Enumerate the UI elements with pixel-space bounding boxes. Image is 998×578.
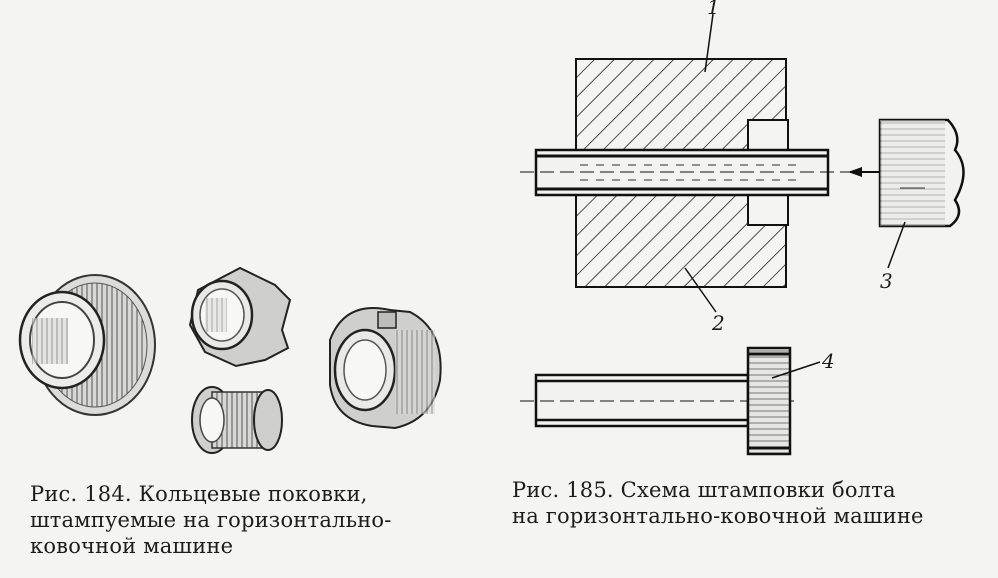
finished-bolt: [520, 346, 800, 456]
punch-arrow: [848, 167, 880, 177]
die-block-upper: [575, 58, 789, 151]
label-2: 2: [711, 311, 725, 335]
die-block-lower: [575, 194, 789, 288]
figure-184-caption-line-2: штампуемые на горизонтально-: [30, 508, 392, 532]
label-4: 4: [821, 349, 835, 373]
label-3: 3: [880, 269, 893, 293]
ring-forging-large: [18, 274, 156, 416]
figure-185-caption-line-1: Рис. 185. Схема штамповки болта: [512, 478, 896, 502]
figure-185-caption: Рис. 185. Схема штамповки болта на гориз…: [512, 477, 972, 529]
leader-line-2: [684, 267, 717, 313]
figure-184-caption: Рис. 184. Кольцевые поковки, штампуемые …: [30, 481, 460, 559]
leader-line-1: [704, 13, 714, 73]
spool-forging: [191, 386, 283, 454]
leader-line-4: [771, 361, 821, 379]
figure-185-caption-line-2: на горизонтально-ковочной машине: [512, 504, 924, 528]
leader-line-3: [887, 221, 906, 269]
bar-stock-in-die: [520, 148, 850, 197]
flanged-ring-forging: [329, 307, 442, 430]
star-ring-forging: [188, 266, 292, 368]
figure-184-caption-line-3: ковочной машине: [30, 534, 234, 558]
figure-184-caption-line-1: Рис. 184. Кольцевые поковки,: [30, 482, 368, 506]
punch: [878, 118, 965, 228]
label-1: 1: [707, 0, 720, 19]
